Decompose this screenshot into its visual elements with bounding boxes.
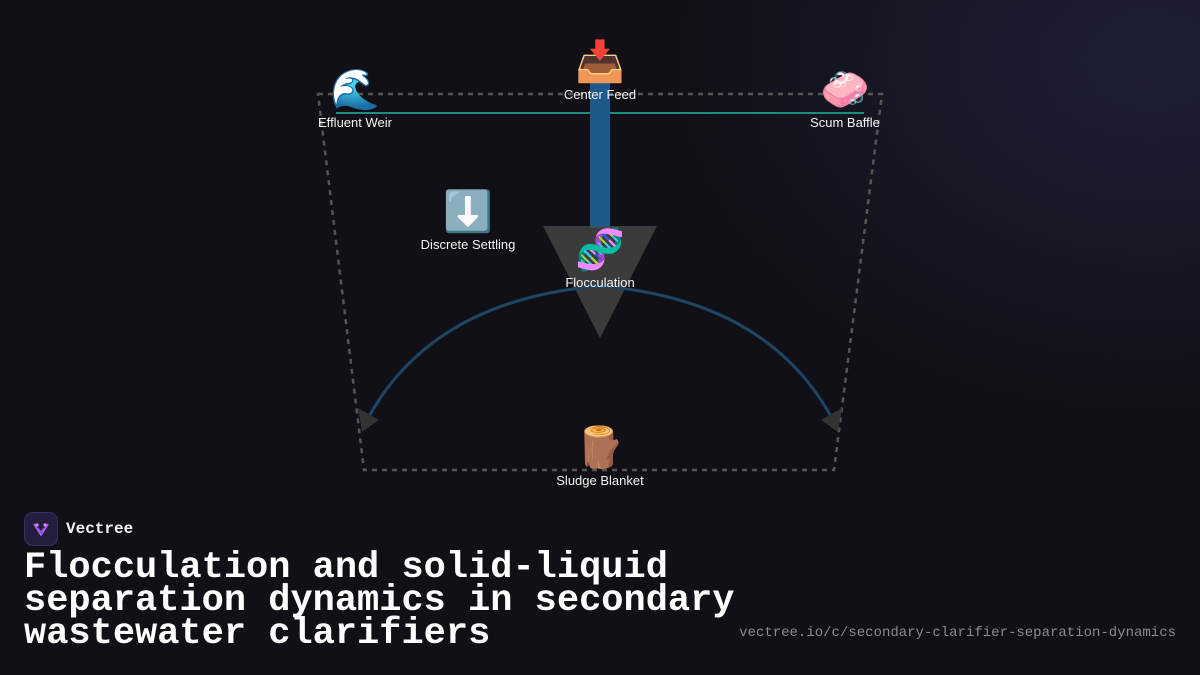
soap-icon: 🧼	[820, 67, 870, 113]
node-effluent-weir: 🌊 Effluent Weir	[275, 68, 435, 130]
arrowhead-left	[358, 408, 379, 432]
node-scum-baffle: 🧼 Scum Baffle	[765, 68, 925, 130]
arrowhead-right	[821, 408, 842, 432]
flow-arc-right	[599, 284, 836, 423]
scum-baffle-label: Scum Baffle	[810, 115, 880, 130]
feed-column	[590, 80, 610, 228]
page-title: Flocculation and solid-liquid separation…	[24, 547, 735, 655]
sludge-blanket-label: Sludge Blanket	[556, 473, 644, 488]
water-wave-icon: 🌊	[330, 67, 380, 113]
page-url[interactable]: vectree.io/c/secondary-clarifier-separat…	[739, 625, 1176, 641]
wood-log-icon: 🪵	[575, 425, 625, 471]
node-discrete-settling: ⬇️ Discrete Settling	[388, 190, 548, 252]
vectree-logo-icon	[24, 512, 58, 546]
flow-arc-left	[364, 284, 601, 423]
node-flocculation: 🧬 Flocculation	[520, 228, 680, 290]
node-sludge-blanket: 🪵 Sludge Blanket	[520, 426, 680, 488]
effluent-weir-label: Effluent Weir	[318, 115, 392, 130]
node-center-feed: 📥 Center Feed	[520, 40, 680, 102]
brand-name: Vectree	[66, 520, 134, 538]
down-arrow-icon: ⬇️	[443, 189, 493, 235]
center-feed-label: Center Feed	[563, 87, 637, 102]
flocculation-label: Flocculation	[565, 275, 635, 290]
settling-cone	[543, 226, 657, 338]
inbox-tray-icon: 📥	[575, 39, 625, 85]
tank-outline	[316, 92, 884, 472]
discrete-settling-label: Discrete Settling	[420, 237, 516, 252]
dna-icon: 🧬	[575, 227, 625, 273]
brand: Vectree	[24, 512, 133, 546]
